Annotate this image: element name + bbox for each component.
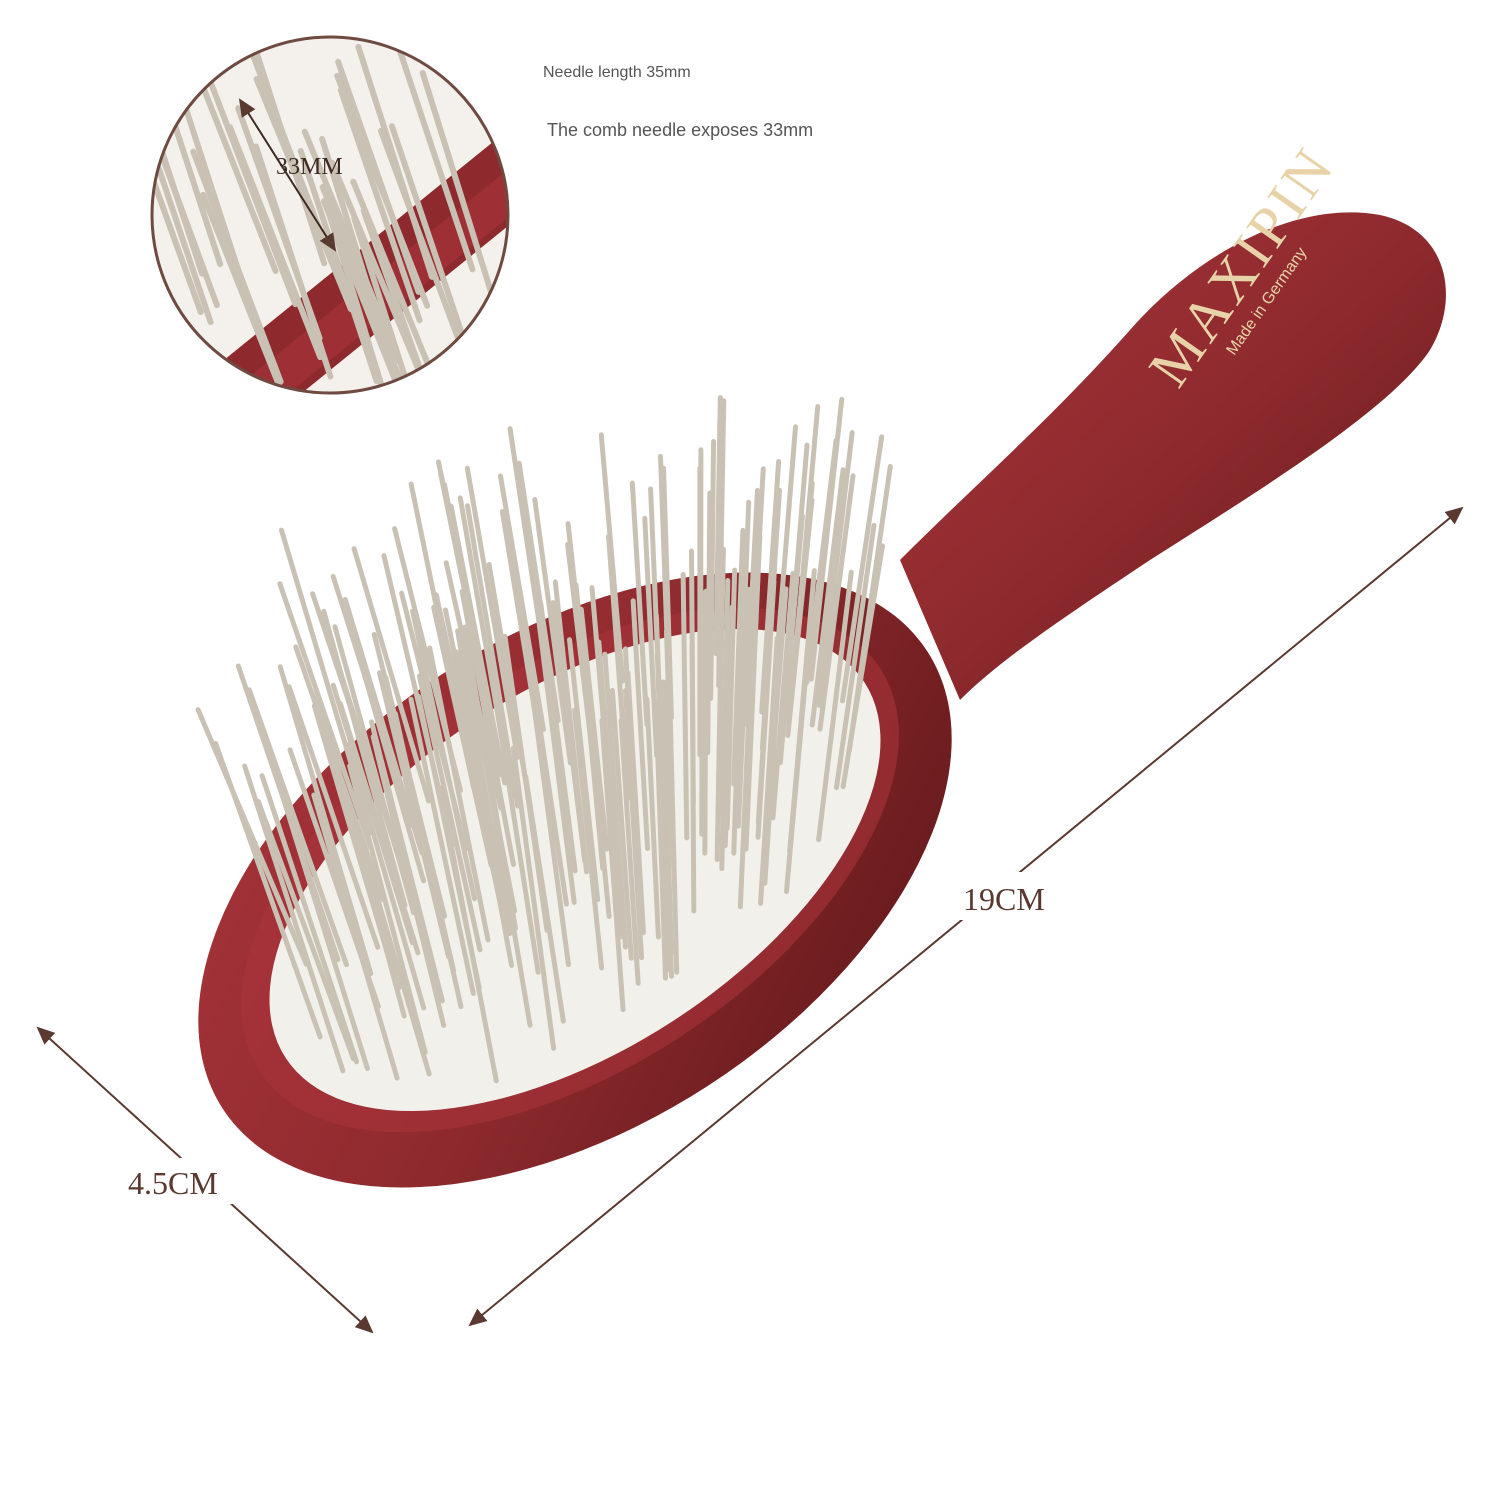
pin [352,818,432,1077]
pin [255,798,357,1062]
pin [311,703,401,991]
width-label: 4.5CM [128,1165,218,1201]
inset-measure-arrow [238,98,337,252]
inset-pin [152,79,204,316]
pin [278,527,375,836]
pin [311,792,400,1081]
inset-zoom [150,35,510,395]
pin [246,687,349,968]
pin [259,773,360,1065]
pin [392,710,464,1010]
pin [392,526,463,793]
pin [277,664,374,977]
inset-pin [190,148,284,385]
inset-pin [152,62,165,299]
total-length-label: 19CM [963,881,1045,917]
inset-pin [388,123,473,360]
pin [242,763,346,1074]
inset-pin [351,215,431,393]
pin [702,588,709,856]
pin [689,548,696,806]
pin [332,624,417,916]
pin [347,763,428,1055]
inset-pin [337,87,423,324]
inset-pin [328,159,432,393]
inset-pin [326,212,403,393]
pin [408,696,476,996]
pin [310,591,399,847]
brush-handle [900,212,1446,700]
inset-pin [360,207,449,393]
inset-pin [377,127,470,364]
pin [381,553,455,849]
inset-pin [334,72,431,309]
inset-pin [393,37,476,273]
inset-pin [152,89,214,326]
pin [337,701,421,956]
inset-pin [152,57,164,294]
pin [195,707,309,967]
needle-length-caption: Needle length 35mm [543,64,691,81]
pin [330,573,415,828]
inset-pin [152,40,206,277]
pin [286,684,381,950]
pin [351,546,432,804]
pin [408,481,476,790]
inset-pin [419,69,498,306]
pin [235,663,341,962]
inset-length-label: 33MM [276,154,343,180]
pin [410,608,478,902]
pin [708,439,717,701]
needle-exposed-caption: The comb needle exposes 33mm [547,120,814,140]
